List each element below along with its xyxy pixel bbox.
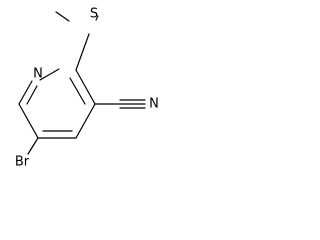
- molecule-canvas: S N N Br: [0, 0, 182, 184]
- structure-diagram: S N N Br: [15, 7, 159, 170]
- bond-c2-s: [75, 33, 90, 71]
- bond-n-c2: [39, 68, 60, 81]
- bond-c6-n: [18, 80, 33, 105]
- bond-s-methyl: [55, 11, 70, 22]
- bond-c5-br: [27, 137, 39, 155]
- bond-c2-c3-inner: [69, 77, 86, 105]
- bond-c3-c4: [75, 103, 96, 139]
- bond-c2-c3: [75, 69, 96, 105]
- atom-bromine-label: Br: [15, 155, 30, 170]
- atom-nitrile-nitrogen-label: N: [149, 97, 159, 112]
- bond-c2-s-stub: [95, 15, 99, 21]
- atom-sulfur-label: S: [90, 7, 98, 22]
- atom-ring-nitrogen-label: N: [33, 67, 43, 82]
- bond-c5-c6: [18, 103, 39, 139]
- bond-c6-n-inner: [26, 85, 38, 105]
